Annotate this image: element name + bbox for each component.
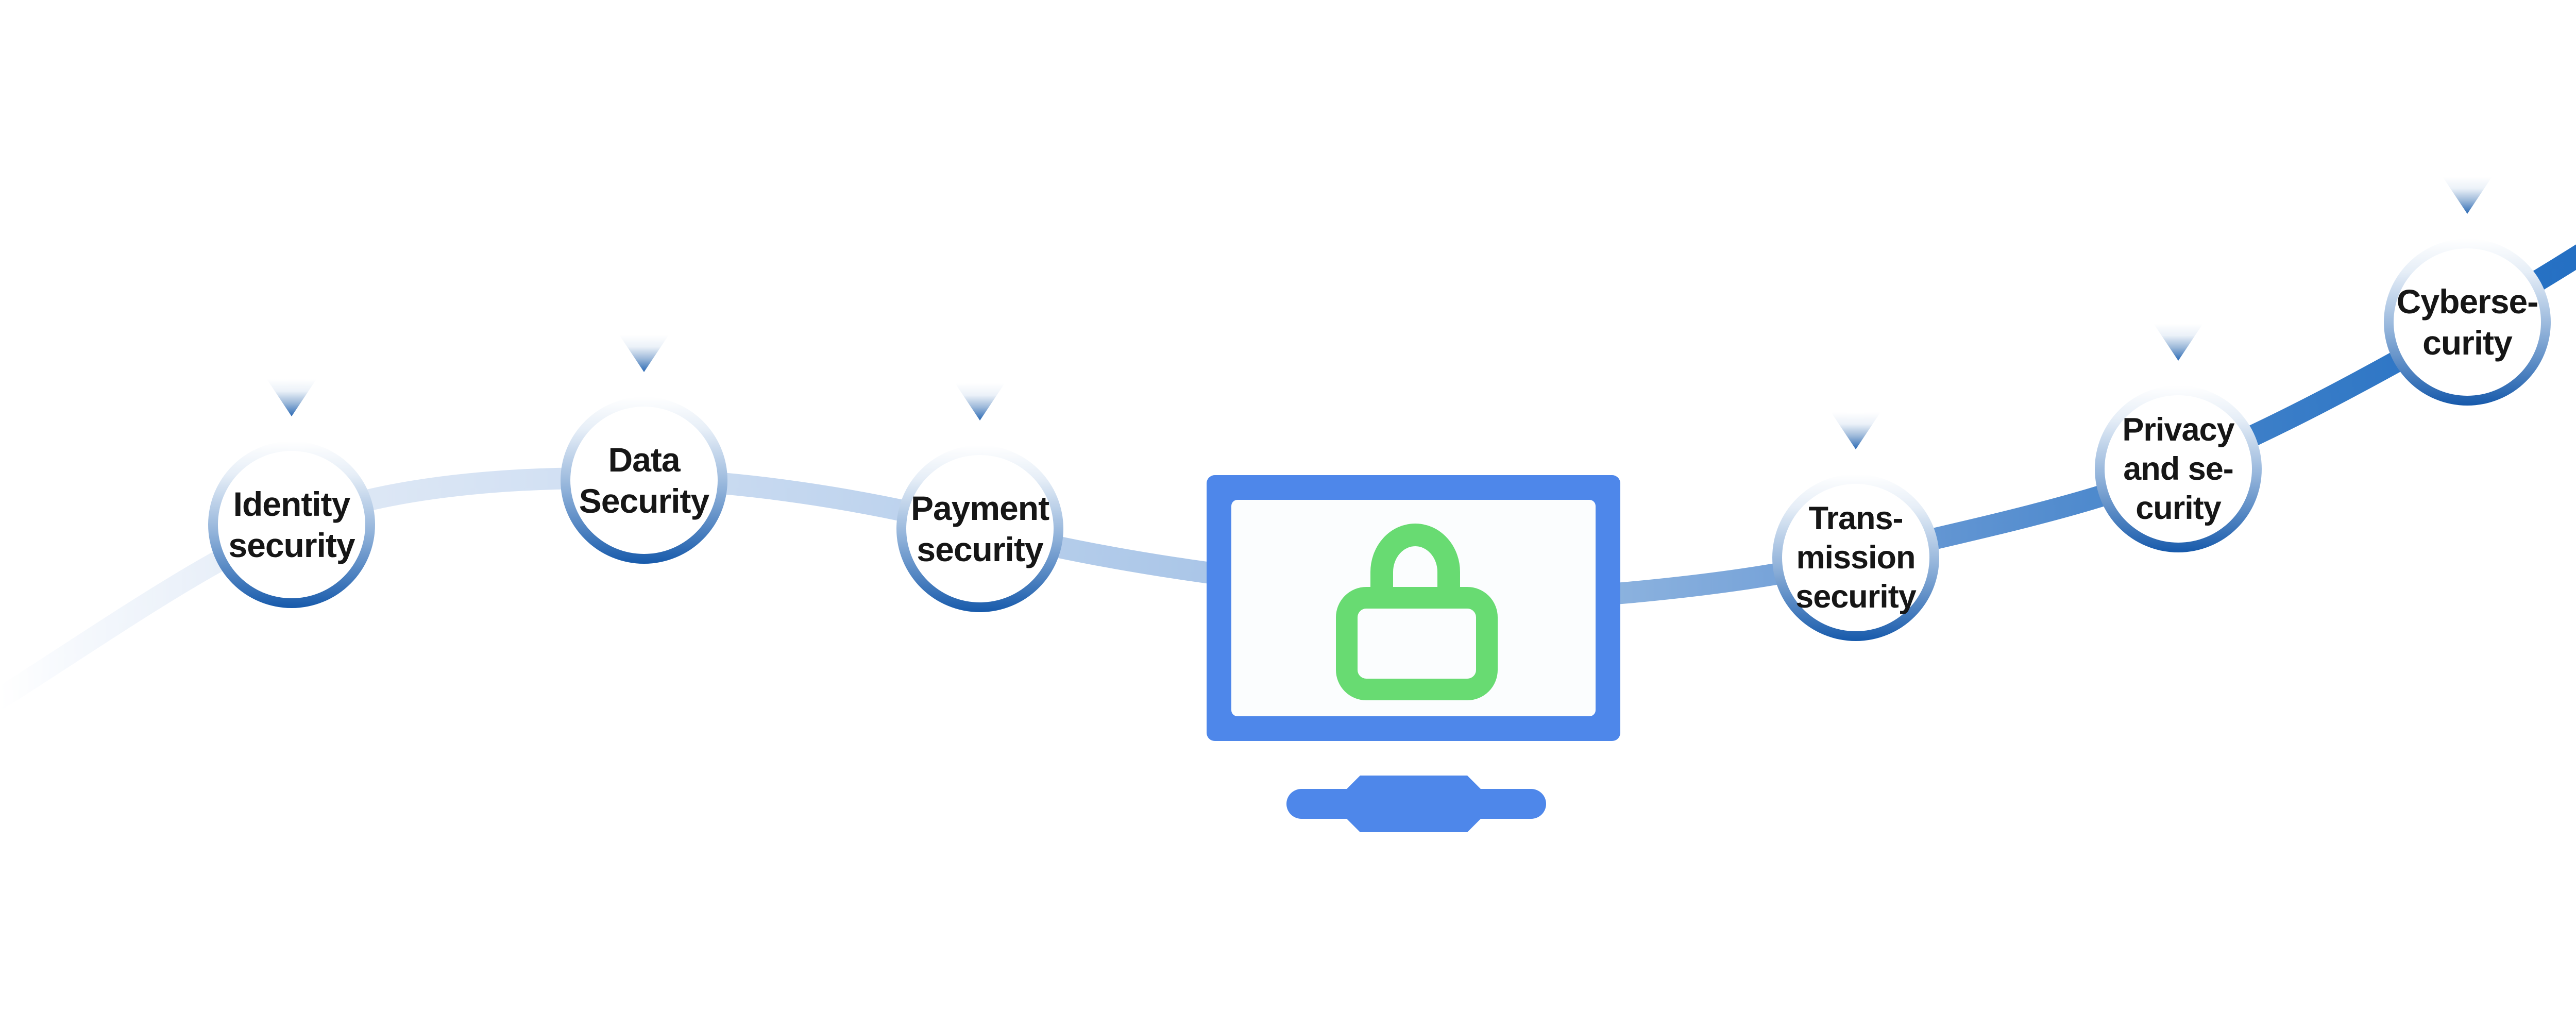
node-label-line: security	[228, 526, 355, 564]
node-label-identity-security: Identity security	[218, 451, 365, 598]
node-label-line: Payment	[910, 489, 1049, 527]
padlock-body	[1336, 587, 1498, 700]
node-label-transmission-security: Trans- mission security	[1782, 484, 1929, 631]
node-cybersecurity: Cyberse- curity	[2384, 177, 2551, 406]
node-label-line: curity	[2136, 490, 2222, 526]
node-identity-security: Identity security	[208, 379, 375, 608]
node-label-line: Trans-	[1808, 500, 1903, 536]
node-label-line: curity	[2422, 324, 2513, 362]
monitor-stand	[1286, 776, 1546, 832]
node-label-line: Privacy	[2122, 412, 2234, 448]
node-privacy-and-security: Privacy and se- curity	[2095, 324, 2262, 552]
padlock-shackle	[1370, 524, 1460, 608]
node-label-data-security: Data Security	[570, 407, 718, 554]
node-label-payment-security: Payment security	[906, 455, 1054, 602]
node-transmission-security: Trans- mission security	[1772, 412, 1939, 641]
node-label-line: Security	[579, 482, 709, 520]
node-label-line: security	[1795, 579, 1917, 615]
node-label-line: mission	[1796, 540, 1916, 576]
node-label-line: security	[917, 530, 1043, 568]
node-data-security: Data Security	[561, 335, 727, 564]
node-label-line: Identity	[233, 485, 351, 523]
node-label-privacy-and-security: Privacy and se- curity	[2105, 395, 2252, 543]
node-label-cybersecurity: Cyberse- curity	[2394, 248, 2541, 396]
node-label-line: Data	[608, 441, 680, 479]
node-payment-security: Payment security	[896, 383, 1063, 612]
monitor-with-padlock-icon	[1207, 475, 1620, 832]
node-label-line: Cyberse-	[2396, 282, 2538, 321]
node-label-line: and se-	[2123, 451, 2234, 487]
